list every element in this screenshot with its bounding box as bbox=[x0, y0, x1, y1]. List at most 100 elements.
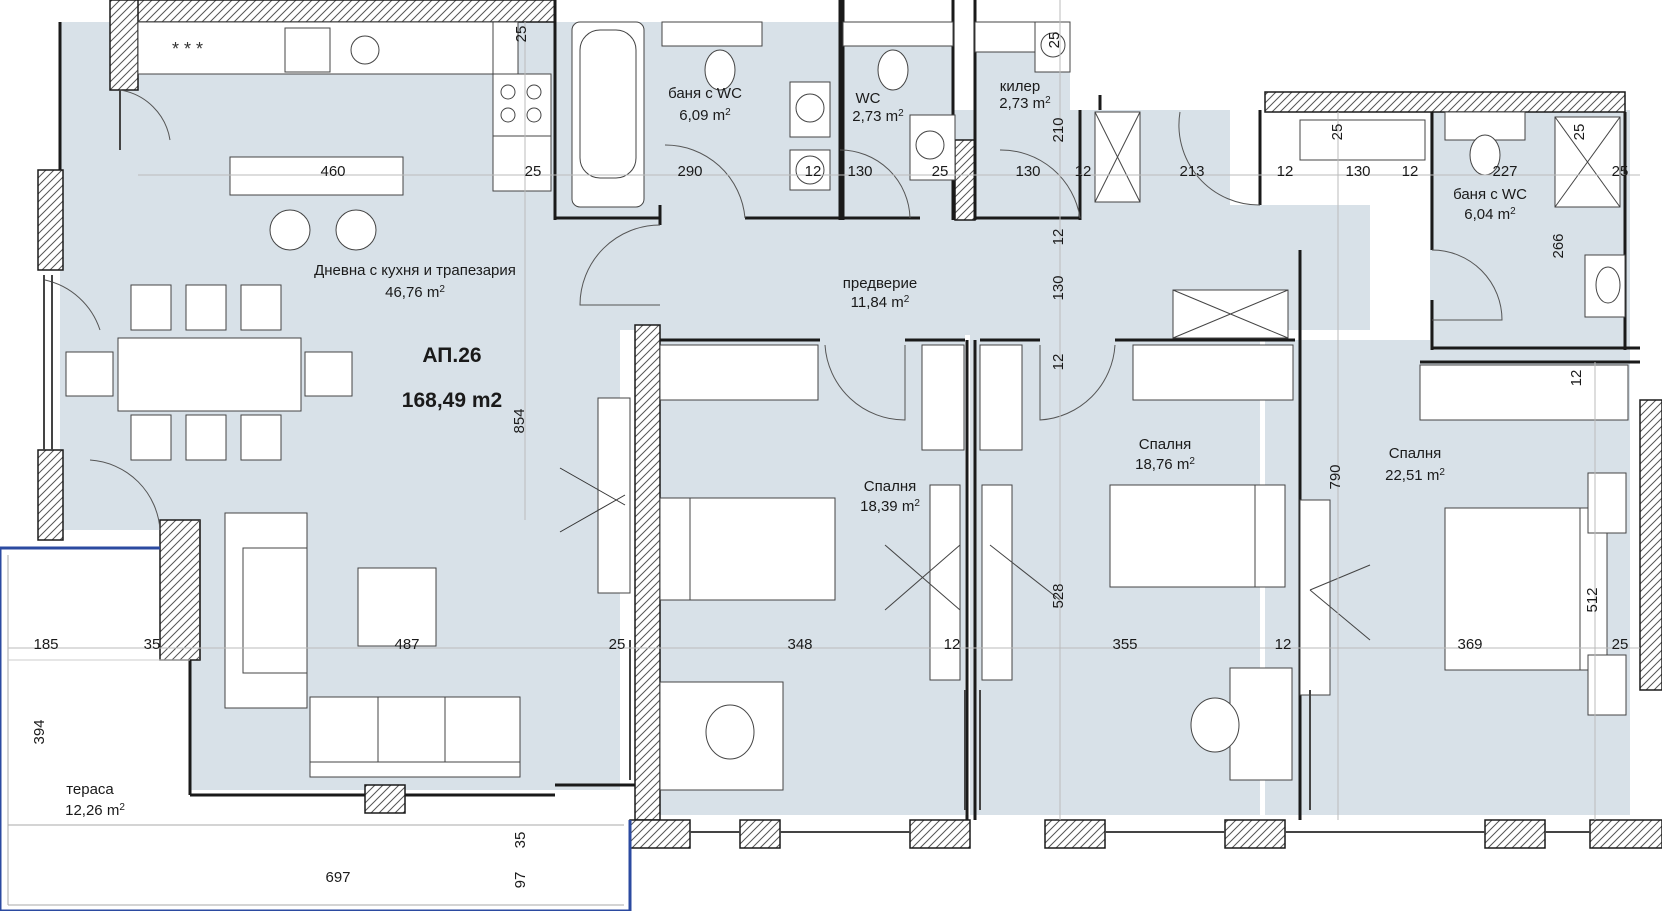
dimension-label: 512 bbox=[1584, 587, 1601, 612]
stove-icon bbox=[492, 73, 552, 137]
dimension-label: 355 bbox=[1112, 636, 1137, 653]
dimension-label: 213 bbox=[1179, 163, 1204, 180]
dimension-label: 35 bbox=[512, 832, 529, 849]
chair-icon bbox=[185, 414, 227, 461]
door-bath-1 bbox=[664, 144, 746, 219]
dimension-label: 227 bbox=[1492, 163, 1517, 180]
wardrobe bbox=[659, 344, 819, 401]
wardrobe bbox=[1132, 344, 1294, 401]
chair-icon bbox=[304, 351, 353, 397]
dimension-lines bbox=[8, 0, 1640, 820]
nightstand bbox=[1587, 472, 1627, 534]
bottom-wall-4 bbox=[1044, 819, 1106, 849]
wardrobe bbox=[1299, 119, 1426, 161]
kitchen-island bbox=[229, 156, 404, 196]
door-balcony bbox=[119, 89, 171, 141]
top-left-wall bbox=[109, 0, 139, 91]
bathroom-fixtures bbox=[571, 21, 1626, 318]
dimension-label: 12 bbox=[1402, 163, 1419, 180]
dimension-label: 528 bbox=[1050, 583, 1067, 608]
bottom-wall-2 bbox=[739, 819, 781, 849]
dimension-label: 12 bbox=[944, 636, 961, 653]
left-wall-lower bbox=[37, 449, 64, 541]
room-name: тераса bbox=[66, 781, 114, 798]
dimension-label: 12 bbox=[1050, 229, 1067, 246]
bedroom-1-left-wall bbox=[634, 324, 661, 821]
dimension-label: 97 bbox=[512, 872, 529, 889]
room-name: предверие bbox=[843, 275, 917, 292]
chair-icon bbox=[240, 284, 282, 331]
dimension-label: 130 bbox=[847, 163, 872, 180]
dimension-label: 854 bbox=[511, 408, 528, 433]
toilet-icon bbox=[704, 49, 736, 91]
coffee-table bbox=[357, 567, 437, 647]
bed-icon bbox=[659, 497, 836, 601]
dimension-label: 25 bbox=[1612, 636, 1629, 653]
door-bedroom-2 bbox=[1039, 344, 1116, 421]
wardrobes bbox=[659, 119, 1629, 696]
beds bbox=[659, 472, 1627, 716]
apartment-total-area: 168,49 m2 bbox=[402, 389, 502, 412]
dimension-label: 487 bbox=[394, 636, 419, 653]
dimension-label: 35 bbox=[144, 636, 161, 653]
dimension-label: 25 bbox=[525, 163, 542, 180]
dimension-label: 266 bbox=[1550, 233, 1567, 258]
wardrobe bbox=[1419, 364, 1629, 421]
wardrobe bbox=[1299, 499, 1331, 696]
room-name: килер bbox=[1000, 78, 1040, 95]
dimension-label: 130 bbox=[1345, 163, 1370, 180]
chair-icon bbox=[185, 284, 227, 331]
dimension-label: 12 bbox=[805, 163, 822, 180]
dimension-label: 12 bbox=[1050, 354, 1067, 371]
room-area: 2,73 m2 bbox=[852, 108, 904, 126]
door-bedroom-1 bbox=[824, 344, 906, 421]
room-name: Спалня bbox=[1139, 436, 1191, 453]
top-wall-right bbox=[1264, 91, 1626, 113]
terrace bbox=[0, 546, 632, 911]
room-area: 22,51 m2 bbox=[1385, 467, 1445, 485]
washbasin-icon bbox=[795, 155, 825, 185]
door-terrace bbox=[89, 459, 161, 531]
top-wall-living bbox=[114, 0, 556, 23]
dimension-label: 25 bbox=[1329, 124, 1346, 141]
dining-set bbox=[65, 284, 353, 461]
dimension-label: 210 bbox=[1050, 117, 1067, 142]
door-bath-2 bbox=[1431, 249, 1503, 321]
room-name: Спалня bbox=[1389, 445, 1441, 462]
door-hall bbox=[1178, 111, 1261, 206]
room-area: 18,76 m2 bbox=[1135, 456, 1195, 474]
room-labels: Дневна с кухня и трапезария 46,76 m2 бан… bbox=[65, 78, 1527, 819]
dimension-label: 25 bbox=[513, 26, 530, 43]
dimension-label: 12 bbox=[1277, 163, 1294, 180]
dimension-label: 290 bbox=[677, 163, 702, 180]
room-name: Дневна с кухня и трапезария bbox=[314, 262, 516, 279]
dimension-label: 348 bbox=[787, 636, 812, 653]
room-area: 6,09 m2 bbox=[679, 107, 731, 125]
dimension-label: 25 bbox=[1571, 124, 1588, 141]
dimension-label: 12 bbox=[1075, 163, 1092, 180]
bottom-wall-7 bbox=[1589, 819, 1662, 849]
boiler-icon bbox=[1040, 32, 1066, 58]
washbasin-icon bbox=[1595, 266, 1621, 304]
washbasin-icon bbox=[795, 93, 825, 123]
dimension-label: 25 bbox=[932, 163, 949, 180]
kitchen-counter: * * * bbox=[137, 21, 552, 251]
chair-icon bbox=[705, 704, 755, 760]
wardrobe bbox=[981, 484, 1013, 681]
doors bbox=[44, 89, 1503, 531]
bar-stool-icon bbox=[269, 209, 311, 251]
wardrobe bbox=[597, 397, 631, 594]
living-furniture bbox=[224, 397, 631, 778]
room-area: 12,26 m2 bbox=[65, 802, 125, 820]
room-name: баня с WC bbox=[1453, 186, 1527, 203]
dimension-label: 697 bbox=[325, 869, 350, 886]
dimension-labels: 460 25 290 12 130 25 130 12 213 12 130 1… bbox=[31, 26, 1628, 889]
nightstand bbox=[1587, 654, 1627, 716]
windows bbox=[43, 90, 1590, 833]
chair-icon bbox=[130, 284, 172, 331]
bottom-wall-6 bbox=[1484, 819, 1546, 849]
dimension-label: 185 bbox=[33, 636, 58, 653]
bottom-wall-5 bbox=[1224, 819, 1286, 849]
room-area: 6,04 m2 bbox=[1464, 206, 1516, 224]
